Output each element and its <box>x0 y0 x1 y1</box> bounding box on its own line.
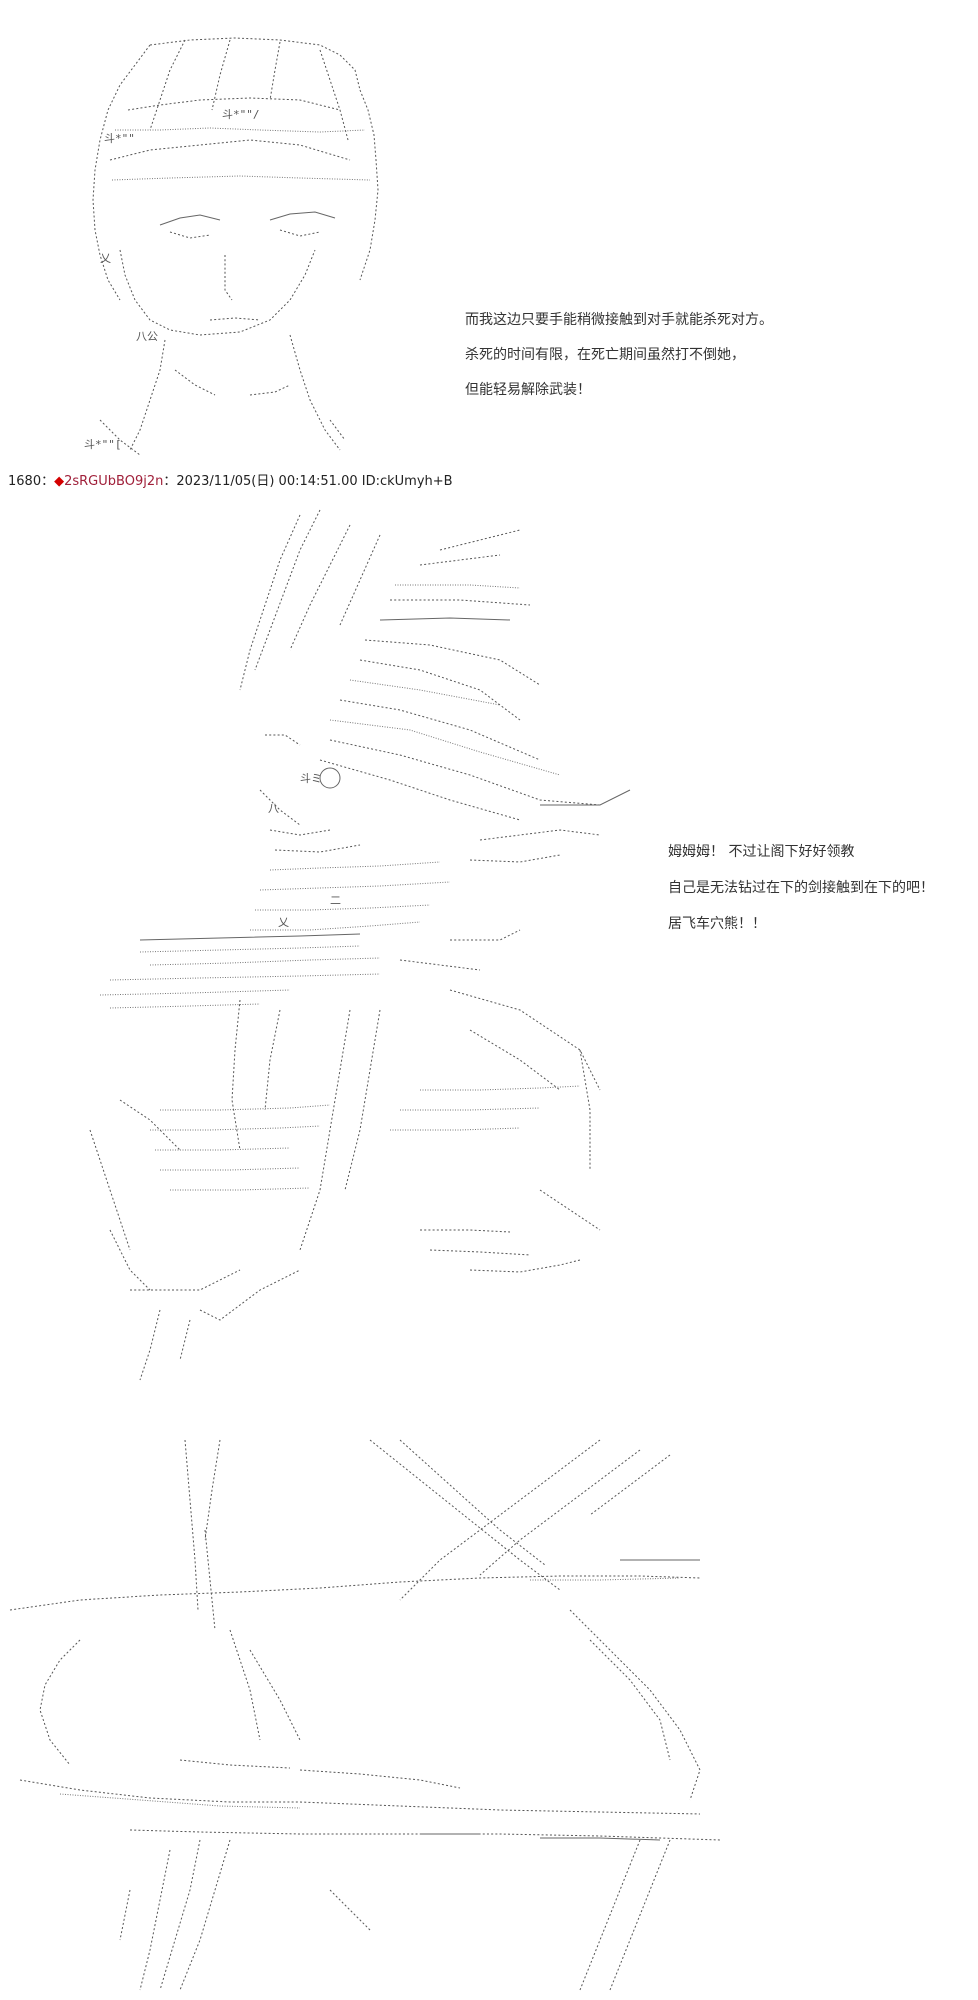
art-label: 乂 <box>278 916 289 929</box>
trip-diamond-icon: ◆ <box>54 474 65 489</box>
ascii-art-slash-effect <box>9 1439 721 1991</box>
art-label: 斗*""[ <box>84 438 122 451</box>
post-tripcode: 2sRGUbBO9j2n <box>64 474 164 489</box>
ascii-art-figure-swordsman: 斗ミ 八 二 乂 <box>89 509 631 1381</box>
speech-line: 自己是无法钻过在下的剑接触到在下的吧！ <box>668 880 934 896</box>
post-header: 1680：◆2sRGUbBO9j2n：2023/11/05(日) 00:14:5… <box>8 470 453 489</box>
speech-line: 杀死的时间有限，在死亡期间虽然打不倒她， <box>465 347 745 363</box>
speech-line: 而我这边只要手能稍微接触到对手就能杀死对方。 <box>465 312 773 328</box>
art-label: 二 <box>330 894 341 907</box>
post-datetime-id: ：2023/11/05(日) 00:14:51.00 ID:ckUmyh+B <box>163 474 453 489</box>
speech-line: 但能轻易解除武装！ <box>465 382 591 398</box>
art-label: 八公 <box>136 330 158 343</box>
art-label: 乂 <box>100 252 111 265</box>
art-label: 斗*"" <box>104 132 135 145</box>
ascii-art-figure-portrait: 斗*""/ 斗*"" 八公 乂 斗*""[ <box>84 37 379 456</box>
post-separator: ： <box>41 474 55 489</box>
post-number[interactable]: 1680 <box>8 474 42 489</box>
art-label: 斗ミ <box>300 772 322 785</box>
speech-line: 姆姆姆！ 不过让阁下好好领教 <box>668 844 855 860</box>
speech-line: 居飞车穴熊！！ <box>668 916 766 932</box>
art-label: 斗*""/ <box>222 108 260 121</box>
art-label: 八 <box>268 802 279 815</box>
